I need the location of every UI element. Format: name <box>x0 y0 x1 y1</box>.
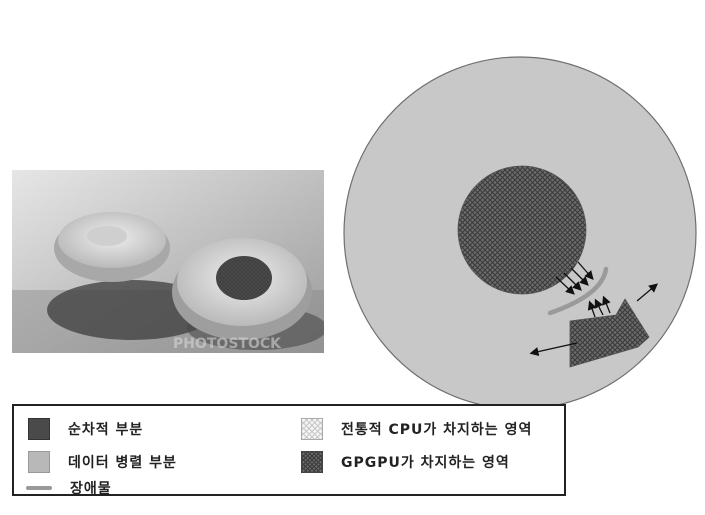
legend-item-cpu-region: 전통적 CPU가 차지하는 영역 <box>301 418 532 440</box>
photo-watermark: PHOTOSTOCK <box>173 336 282 352</box>
legend-item-gpgpu-region: GPGPU가 차지하는 영역 <box>301 451 510 473</box>
legend-item-obstacle: 장애물 <box>26 478 112 498</box>
peach-photo: PHOTOSTOCK <box>12 170 324 353</box>
inner-circle <box>457 165 587 295</box>
legend-label-gpgpu-region: GPGPU가 차지하는 영역 <box>341 455 510 471</box>
cpu-gpgpu-diagram <box>343 56 697 410</box>
obstacle-line <box>547 266 609 316</box>
gpgpu-region-swatch <box>301 451 323 473</box>
legend-label-cpu-region: 전통적 CPU가 차지하는 영역 <box>341 422 533 438</box>
obstacle-swatch <box>26 486 52 490</box>
legend-item-data-parallel: 데이터 병렬 부분 <box>28 451 177 473</box>
arrows-to-obstacle <box>529 261 658 357</box>
data-parallel-swatch <box>28 451 50 473</box>
sequential-swatch <box>28 418 50 440</box>
legend: 순차적 부분 데이터 병렬 부분 장애물 전통적 CPU가 차지하는 영역 GP… <box>12 404 566 498</box>
cpu-region-swatch <box>301 418 323 440</box>
legend-label-data-parallel: 데이터 병렬 부분 <box>68 455 177 471</box>
gpgpu-region <box>569 298 650 368</box>
legend-label-sequential: 순차적 부분 <box>68 422 144 438</box>
legend-label-obstacle: 장애물 <box>70 481 112 497</box>
legend-item-sequential: 순차적 부분 <box>28 418 143 440</box>
